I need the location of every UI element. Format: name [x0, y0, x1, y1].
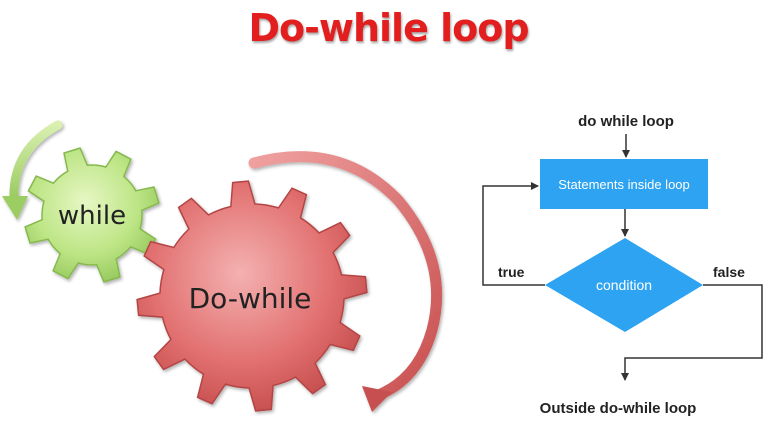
flow-decision-label: condition [596, 277, 652, 293]
flow-false-label: false [713, 264, 745, 280]
flow-process-box [540, 159, 708, 209]
flow-decision-diamond [545, 238, 703, 332]
flow-arrow-false-exit [621, 284, 763, 381]
flow-true-label: true [498, 264, 525, 280]
flow-start-label: do while loop [578, 113, 674, 130]
flowchart: do while loop Statements inside loop con… [482, 113, 763, 417]
small-gear [24, 147, 160, 283]
large-gear-label: Do-while [189, 282, 312, 315]
flow-arrow-true-loop [482, 182, 545, 286]
large-gear [136, 180, 368, 412]
flow-end-label: Outside do-while loop [540, 400, 697, 417]
large-gear-arrow [248, 151, 443, 412]
small-gear-label: while [58, 201, 126, 231]
slide-title: Do-while loop [248, 6, 529, 50]
small-gear-arrow [2, 120, 63, 220]
flow-process-label: Statements inside loop [558, 177, 690, 192]
